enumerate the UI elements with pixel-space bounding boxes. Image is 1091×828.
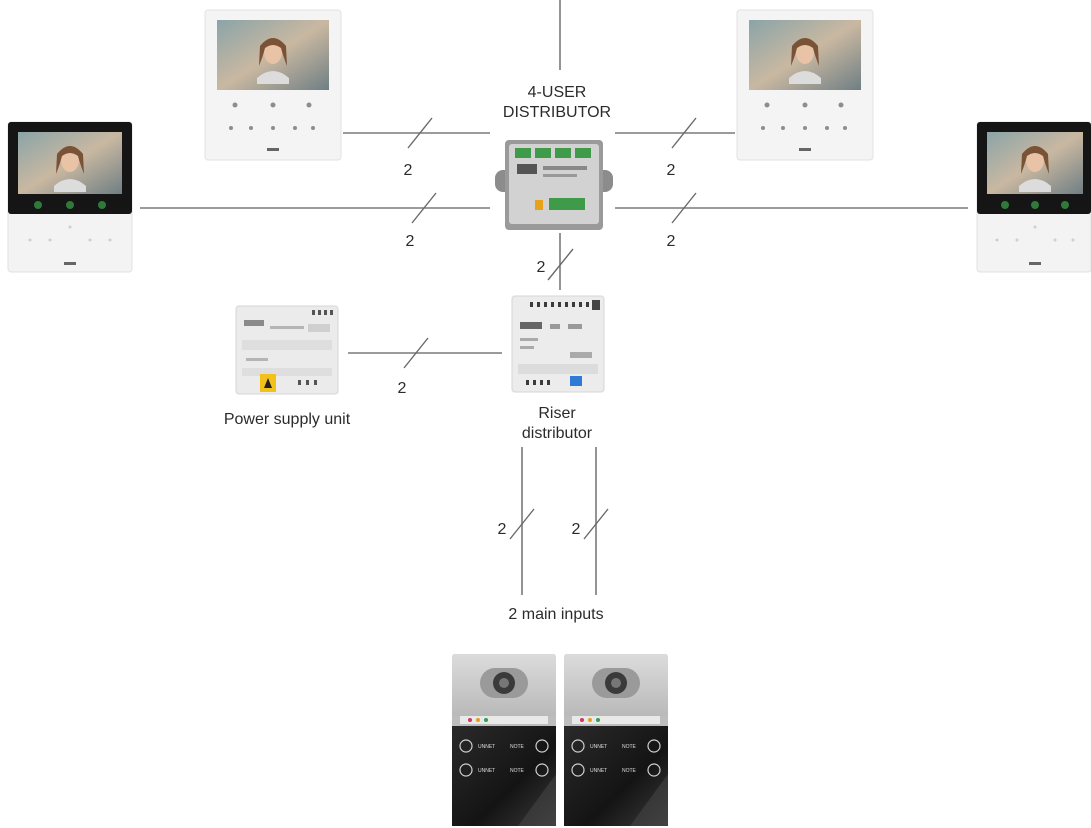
wire-count-slash — [509, 508, 535, 540]
wire-count-slash — [671, 192, 697, 224]
panel-button-label: UNNET — [478, 768, 495, 774]
wire-count-slash — [403, 337, 429, 369]
power-supply-module — [235, 305, 339, 395]
panel-button-label: UNNET — [590, 744, 607, 750]
wire-count-slash — [407, 117, 433, 149]
wire-count-label: 2 — [498, 521, 507, 538]
panel-button-label: NOTE — [510, 744, 525, 750]
monitor-white-top-right — [736, 9, 874, 161]
entrance-panel-1: UNNET NOTE UNNET NOTE — [452, 654, 556, 826]
wire-count-slash — [583, 508, 609, 540]
wire-count-label: 2 — [667, 162, 676, 179]
riser-label-line1: Riser — [538, 405, 576, 422]
panel-button-label: NOTE — [510, 768, 525, 774]
entrance-panel-2: UNNET NOTE UNNET NOTE — [564, 654, 668, 826]
distributor-label-line1: 4-USER — [528, 84, 587, 101]
distributor-label-line2: DISTRIBUTOR — [503, 104, 611, 121]
panel-button-label: UNNET — [590, 768, 607, 774]
monitor-black-right — [976, 121, 1091, 273]
monitor-black-left — [7, 121, 133, 273]
riser-label-line2: distributor — [522, 425, 593, 442]
wire-count-labels: 2 2 2 2 2 2 2 2 — [398, 162, 676, 538]
main-inputs-label: 2 main inputs — [508, 606, 603, 623]
wire-count-label: 2 — [537, 259, 546, 276]
wire-count-label: 2 — [404, 162, 413, 179]
four-user-distributor-module — [495, 140, 613, 230]
power-supply-label: Power supply unit — [224, 411, 351, 428]
wire-count-label: 2 — [398, 380, 407, 397]
wiring — [140, 0, 968, 595]
wire-count-slash — [671, 117, 697, 149]
panel-button-label: NOTE — [622, 744, 637, 750]
wire-count-label: 2 — [572, 521, 581, 538]
wire-count-slash — [411, 192, 437, 224]
wire-count-slash — [547, 248, 574, 281]
wire-count-label: 2 — [406, 233, 415, 250]
wire-count-label: 2 — [667, 233, 676, 250]
monitor-white-top-left — [204, 9, 342, 161]
riser-distributor-module — [511, 295, 605, 393]
panel-button-label: UNNET — [478, 744, 495, 750]
panel-button-label: NOTE — [622, 768, 637, 774]
